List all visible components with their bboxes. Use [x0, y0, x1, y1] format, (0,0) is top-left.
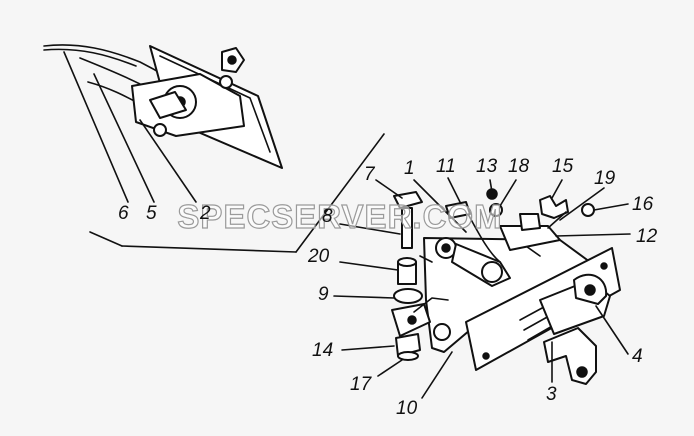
exploded-view: [391, 188, 621, 385]
callout-labels: 6 5 2 7 1 11 13 18 15 19 16 12 8 20 9 14…: [118, 156, 658, 419]
callout-5: 5: [146, 203, 157, 224]
callout-6: 6: [118, 203, 129, 224]
callout-15: 15: [552, 156, 574, 177]
callout-3: 3: [546, 384, 557, 405]
callout-16: 16: [632, 194, 654, 215]
callout-9: 9: [318, 284, 329, 305]
callout-2: 2: [199, 203, 211, 224]
callout-12: 12: [636, 226, 658, 247]
callout-4: 4: [632, 346, 643, 367]
leader-lines-installed: [63, 51, 197, 203]
callout-14: 14: [312, 340, 333, 361]
callout-13: 13: [476, 156, 498, 177]
callout-17: 17: [350, 374, 373, 395]
view-separator: [89, 133, 385, 253]
callout-19: 19: [594, 168, 616, 189]
leader-lines-exploded: [333, 177, 631, 399]
callout-18: 18: [508, 156, 530, 177]
callout-7: 7: [364, 164, 376, 185]
installed-view: [43, 44, 283, 169]
callout-8: 8: [322, 206, 333, 227]
watermark-text: SPECSERVER.COM: [177, 198, 502, 235]
callout-10: 10: [396, 398, 418, 419]
callout-1: 1: [404, 158, 415, 179]
callout-20: 20: [307, 246, 330, 267]
callout-11: 11: [436, 156, 456, 177]
